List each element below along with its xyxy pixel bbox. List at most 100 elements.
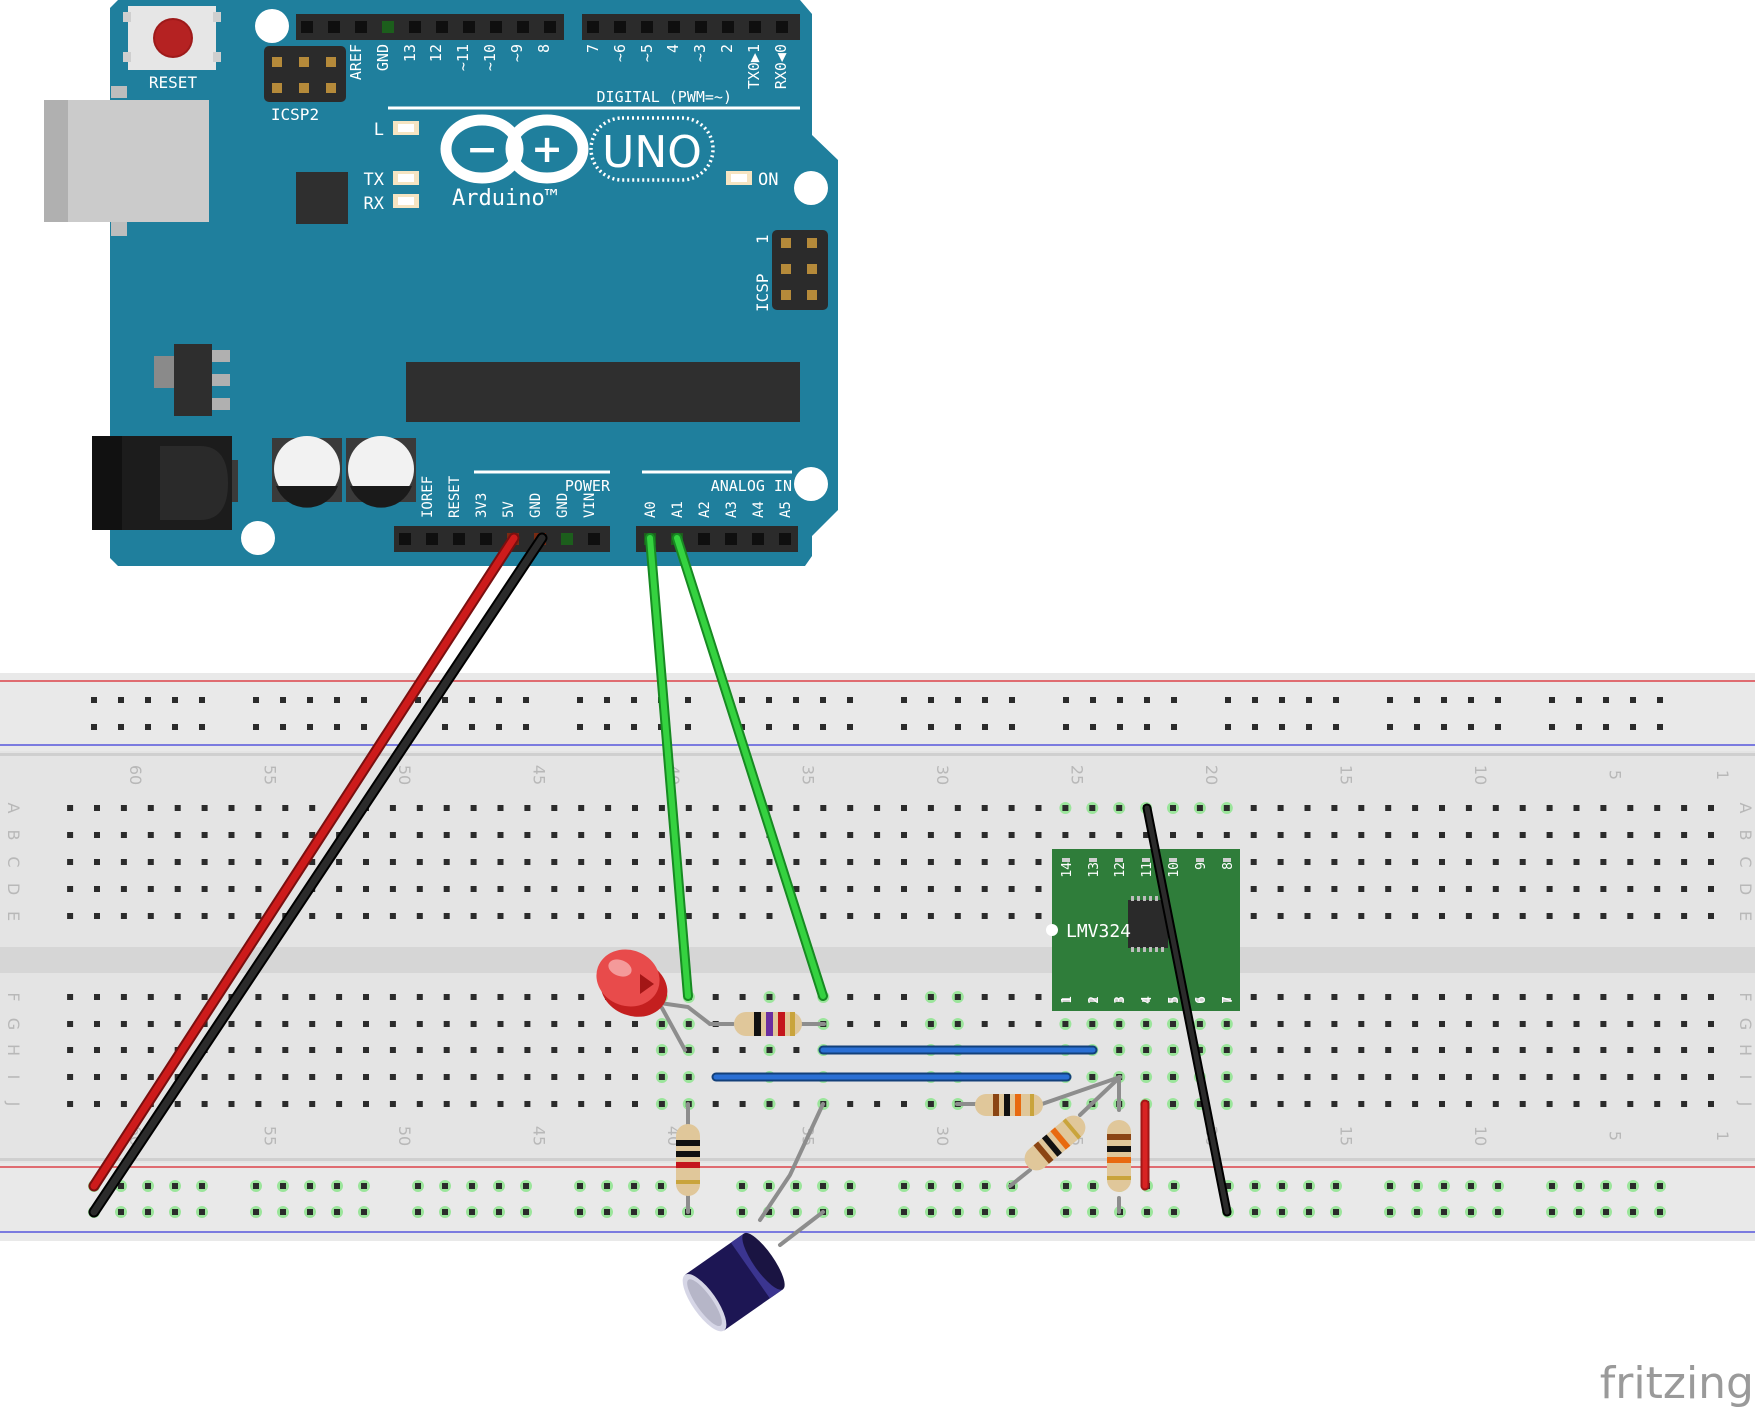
rail-hole[interactable] (1468, 697, 1474, 703)
breadboard-hole[interactable] (67, 913, 74, 919)
breadboard-hole[interactable] (1062, 1021, 1069, 1027)
breadboard-hole[interactable] (201, 913, 208, 919)
breadboard-hole[interactable] (1546, 994, 1553, 1000)
rail-hole[interactable] (577, 697, 583, 703)
breadboard-hole[interactable] (1600, 1021, 1607, 1027)
rail-hole[interactable] (1144, 724, 1150, 730)
breadboard-hole[interactable] (1519, 1074, 1526, 1080)
rail-hole[interactable] (955, 697, 961, 703)
breadboard-hole[interactable] (1116, 1047, 1123, 1053)
breadboard-hole[interactable] (1170, 1074, 1176, 1080)
rail-hole[interactable] (1657, 724, 1663, 730)
breadboard-hole[interactable] (578, 1047, 585, 1053)
breadboard-hole[interactable] (174, 859, 181, 865)
rail-hole[interactable] (1441, 1209, 1447, 1215)
breadboard-hole[interactable] (551, 1074, 558, 1080)
breadboard-hole[interactable] (1519, 805, 1526, 811)
breadboard-hole[interactable] (632, 1101, 638, 1107)
rail-hole[interactable] (253, 1209, 259, 1215)
breadboard-hole[interactable] (470, 1047, 477, 1053)
rail-hole[interactable] (199, 1183, 205, 1189)
breadboard-hole[interactable] (1304, 1047, 1311, 1053)
breadboard-hole[interactable] (1008, 805, 1015, 811)
breadboard-hole[interactable] (1492, 913, 1499, 919)
breadboard-hole[interactable] (605, 1021, 612, 1027)
breadboard-hole[interactable] (1654, 886, 1661, 892)
breadboard-hole[interactable] (255, 1021, 262, 1027)
breadboard-hole[interactable] (363, 1047, 369, 1053)
rail-hole[interactable] (982, 724, 988, 730)
breadboard-hole[interactable] (1708, 1021, 1714, 1027)
breadboard-hole[interactable] (524, 1074, 531, 1080)
breadboard-hole[interactable] (1519, 886, 1526, 892)
rail-hole[interactable] (118, 1183, 124, 1189)
breadboard-hole[interactable] (309, 1074, 316, 1080)
breadboard-hole[interactable] (793, 1101, 800, 1107)
breadboard-hole[interactable] (685, 913, 692, 919)
breadboard-hole[interactable] (605, 1047, 612, 1053)
breadboard-hole[interactable] (94, 994, 100, 1000)
breadboard-hole[interactable] (1223, 805, 1230, 811)
breadboard-hole[interactable] (147, 832, 154, 838)
breadboard-hole[interactable] (927, 1101, 934, 1107)
header-pin[interactable] (587, 21, 599, 33)
breadboard-hole[interactable] (1573, 859, 1580, 865)
breadboard-hole[interactable] (497, 994, 504, 1000)
rail-hole[interactable] (523, 697, 529, 703)
breadboard-hole[interactable] (1627, 913, 1634, 919)
header-pin[interactable] (779, 533, 791, 545)
rail-hole[interactable] (793, 724, 799, 730)
rail-hole[interactable] (334, 1183, 340, 1189)
breadboard-hole[interactable] (1708, 994, 1714, 1000)
breadboard-hole[interactable] (309, 1021, 316, 1027)
breadboard-hole[interactable] (524, 832, 531, 838)
breadboard-hole[interactable] (1573, 832, 1580, 838)
breadboard-hole[interactable] (1708, 859, 1714, 865)
rail-hole[interactable] (415, 697, 421, 703)
rail-hole[interactable] (982, 1209, 988, 1215)
rail-hole[interactable] (1387, 697, 1393, 703)
breadboard-hole[interactable] (282, 1021, 289, 1027)
header-pin[interactable] (463, 21, 475, 33)
breadboard-hole[interactable] (1465, 859, 1472, 865)
breadboard-hole[interactable] (685, 1021, 692, 1027)
breadboard-hole[interactable] (1196, 1101, 1203, 1107)
breadboard-hole[interactable] (1385, 1074, 1392, 1080)
breadboard-hole[interactable] (389, 1074, 396, 1080)
rail-hole[interactable] (901, 697, 907, 703)
breadboard-hole[interactable] (766, 913, 773, 919)
rail-hole[interactable] (307, 1183, 313, 1189)
breadboard-hole[interactable] (1304, 832, 1311, 838)
rail-hole[interactable] (1576, 1183, 1582, 1189)
breadboard-hole[interactable] (416, 859, 423, 865)
rail-hole[interactable] (658, 1183, 664, 1189)
breadboard-hole[interactable] (94, 859, 100, 865)
rail-hole[interactable] (1576, 1209, 1582, 1215)
breadboard-hole[interactable] (470, 805, 477, 811)
breadboard-hole[interactable] (497, 859, 504, 865)
breadboard-hole[interactable] (954, 832, 961, 838)
rail-hole[interactable] (1090, 1183, 1096, 1189)
breadboard-hole[interactable] (1439, 1101, 1445, 1107)
breadboard-hole[interactable] (632, 913, 638, 919)
breadboard-hole[interactable] (1358, 1021, 1365, 1027)
breadboard-hole[interactable] (416, 913, 423, 919)
breadboard-hole[interactable] (309, 994, 316, 1000)
breadboard-hole[interactable] (389, 886, 396, 892)
rail-hole[interactable] (1333, 1183, 1339, 1189)
breadboard-hole[interactable] (1546, 1021, 1553, 1027)
rail-hole[interactable] (1576, 697, 1582, 703)
breadboard-hole[interactable] (67, 805, 74, 811)
breadboard-hole[interactable] (1627, 832, 1634, 838)
breadboard-hole[interactable] (309, 859, 316, 865)
breadboard-hole[interactable] (1681, 805, 1688, 811)
rail-hole[interactable] (1549, 1209, 1555, 1215)
rail-hole[interactable] (1279, 1183, 1285, 1189)
breadboard-hole[interactable] (1304, 913, 1311, 919)
breadboard-hole[interactable] (1008, 886, 1015, 892)
breadboard-hole[interactable] (1465, 1074, 1472, 1080)
breadboard-hole[interactable] (1439, 1047, 1445, 1053)
breadboard-hole[interactable] (1708, 805, 1714, 811)
rail-hole[interactable] (766, 697, 772, 703)
breadboard-hole[interactable] (632, 859, 638, 865)
